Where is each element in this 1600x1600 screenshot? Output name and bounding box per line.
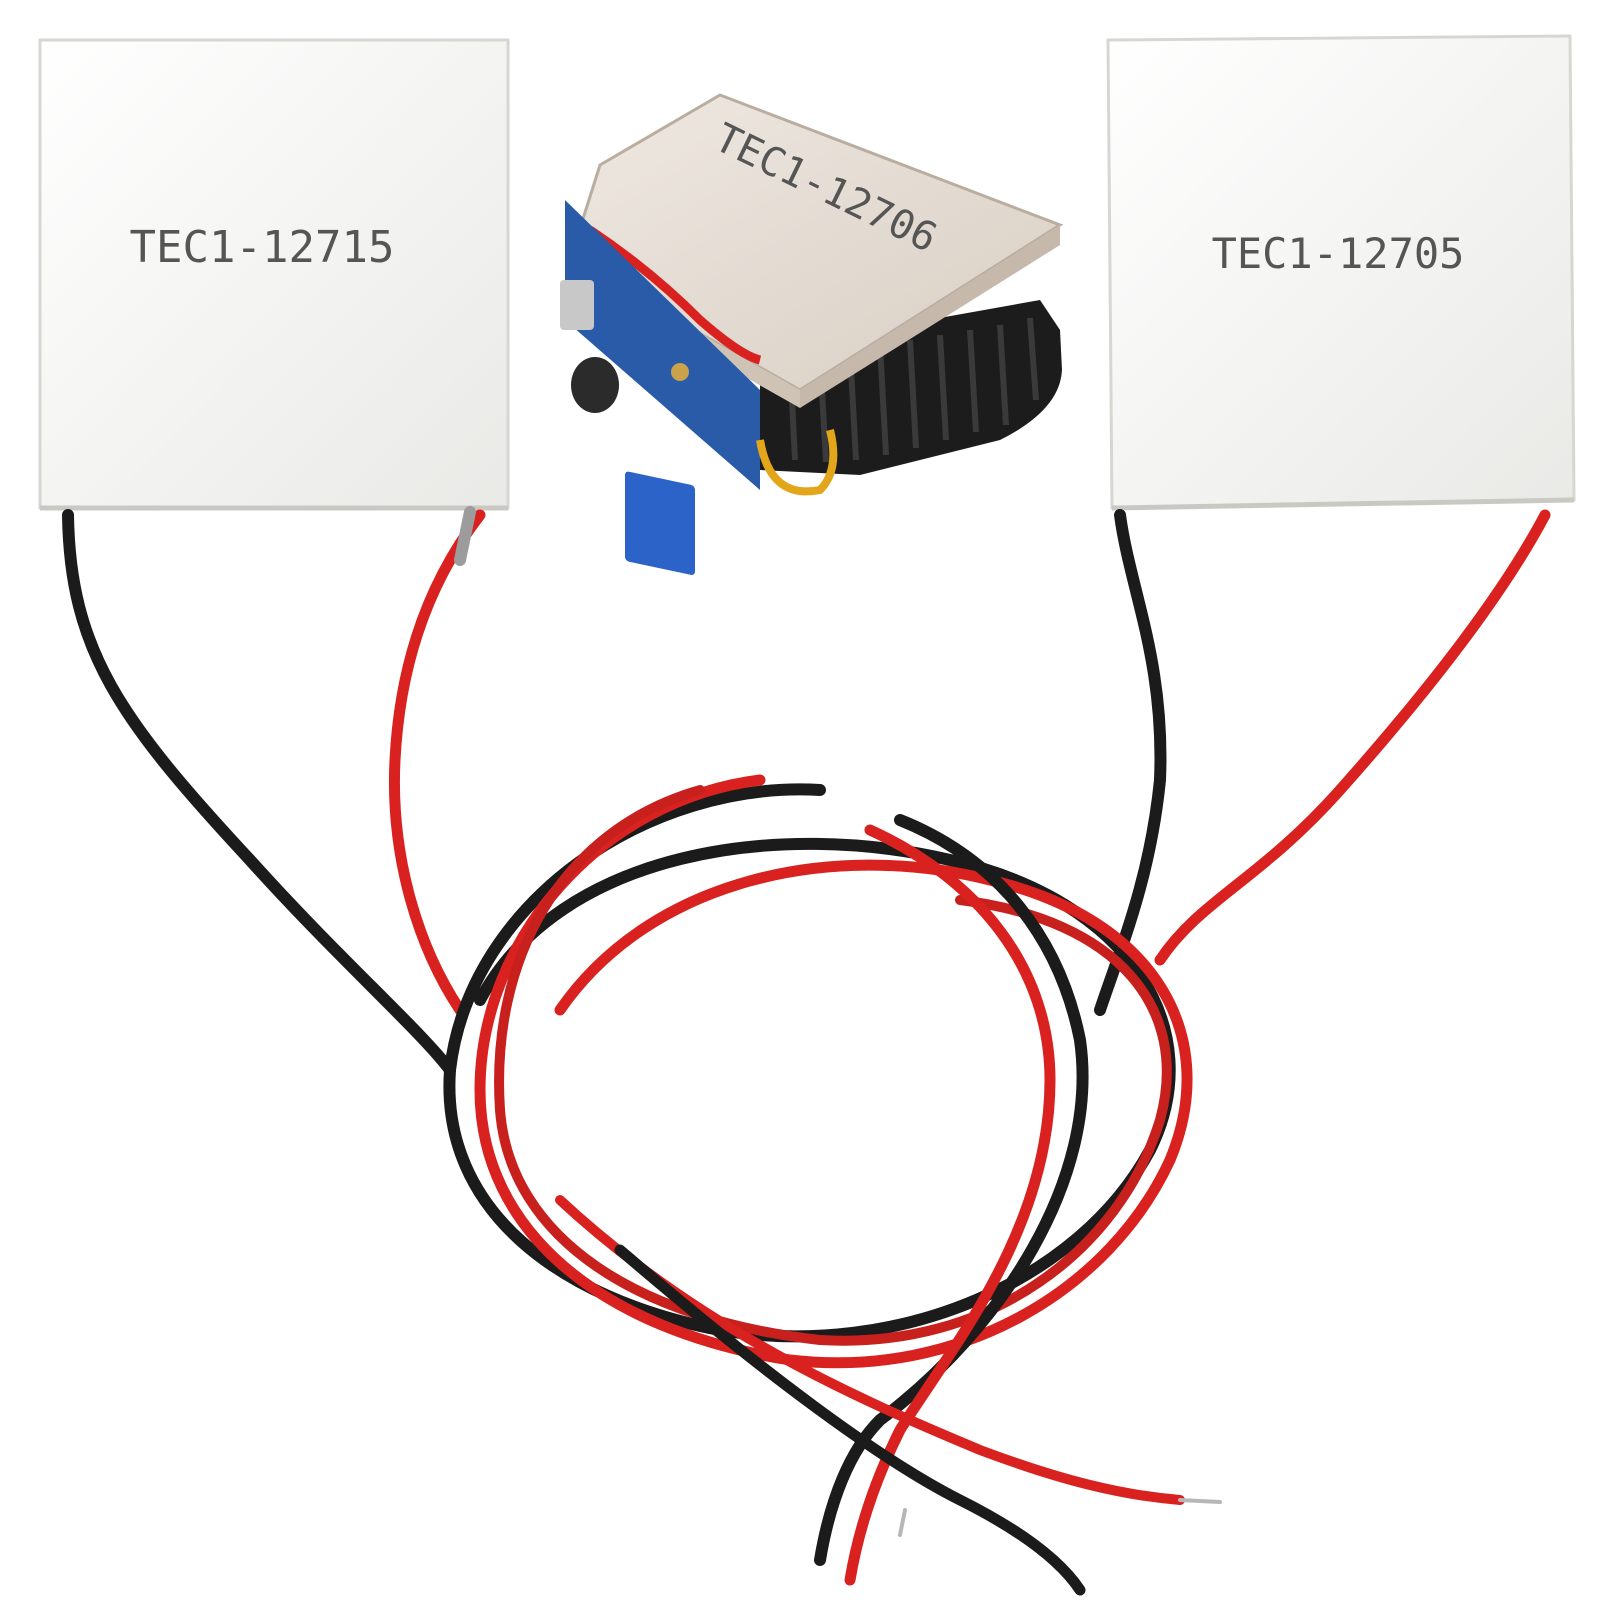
left-red-wire — [388, 509, 486, 1016]
potentiometer — [625, 471, 695, 575]
assembly-red-lead — [587, 226, 762, 365]
usb-port — [560, 280, 594, 330]
module-label-left: TEC1-12715 — [130, 222, 395, 273]
tec-module-left: TEC1-12715 — [38, 38, 510, 511]
left-black-wire — [62, 509, 456, 1076]
tec-cooler-assembly: TEC1-12706 — [560, 93, 1064, 575]
controller-pcb — [565, 200, 760, 490]
coiled-wire-bundle — [443, 774, 1222, 1596]
module-label-right: TEC1-12705 — [1212, 229, 1465, 278]
right-module-leads — [1094, 509, 1551, 1016]
right-red-wire — [1154, 509, 1551, 966]
yellow-wire — [756, 429, 838, 496]
potentiometer-screw — [671, 363, 689, 381]
left-module-leads — [62, 506, 486, 1076]
tec-module-right: TEC1-12705 — [1106, 34, 1576, 511]
inductor — [571, 357, 619, 413]
